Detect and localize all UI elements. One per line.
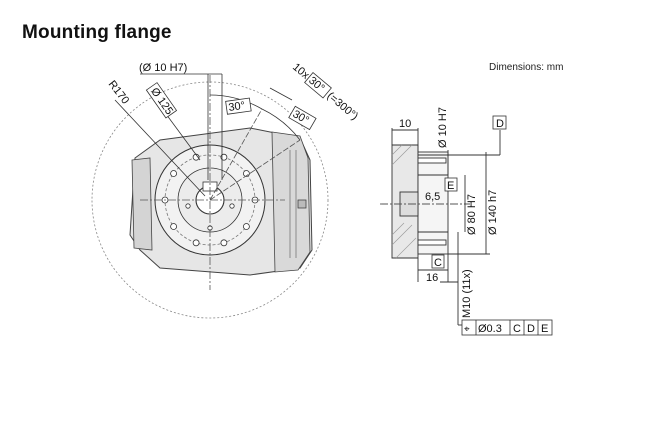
side-pin [417,157,447,164]
dim-6-5-label: 6,5 [425,191,440,203]
angle-30-a-group: 30° [225,97,252,115]
r170-label: R170 [106,78,132,106]
page-title: Mounting flange [22,22,172,43]
robot-housing-left [131,157,153,251]
side-knob [297,199,307,209]
datum-e-box: E [444,177,458,192]
side-d10h7-label: Ø 10 H7 [437,107,449,148]
angle-arc-1 [209,94,263,110]
d80h7-label: Ø 80 H7 [466,194,478,235]
dim-10-label: 10 [399,118,411,130]
pattern-total-label: (=300°) [325,90,361,123]
bolt-holes [161,153,259,247]
datum-c-label: C [434,257,442,269]
dimensions-note: Dimensions: mm [489,62,564,73]
m10-thread-label: M10 (11x) [461,269,473,318]
datum-e-label: E [447,180,454,192]
side-view [380,128,501,326]
angle-30-a-label: 30° [228,100,246,114]
position-tolerance-icon: ⌖ [464,324,470,335]
side-flange-plate [417,151,449,255]
side-pin-lower [417,239,447,246]
dim-16-label: 16 [426,272,438,284]
front-d10h7-label: (Ø 10 H7) [139,62,187,74]
angle-arc-2 [261,108,301,141]
datum-d-label: D [496,118,504,130]
datum-c-box: C [431,254,445,269]
datum-d-box: D [492,115,507,130]
r170-circle [91,81,329,319]
d140h7-label: Ø 140 h7 [487,190,499,235]
pattern-leader [269,87,293,101]
r170-leader [114,99,206,197]
robot-housing-right [271,131,311,273]
tolerance-ref-e: E [541,323,548,335]
tolerance-ref-d: D [527,323,535,335]
front-view [91,73,329,319]
tolerance-frame: ⌖ Ø0.3 C D E [461,319,553,336]
tolerance-ref-c: C [513,323,521,335]
tolerance-value: Ø0.3 [478,323,502,335]
